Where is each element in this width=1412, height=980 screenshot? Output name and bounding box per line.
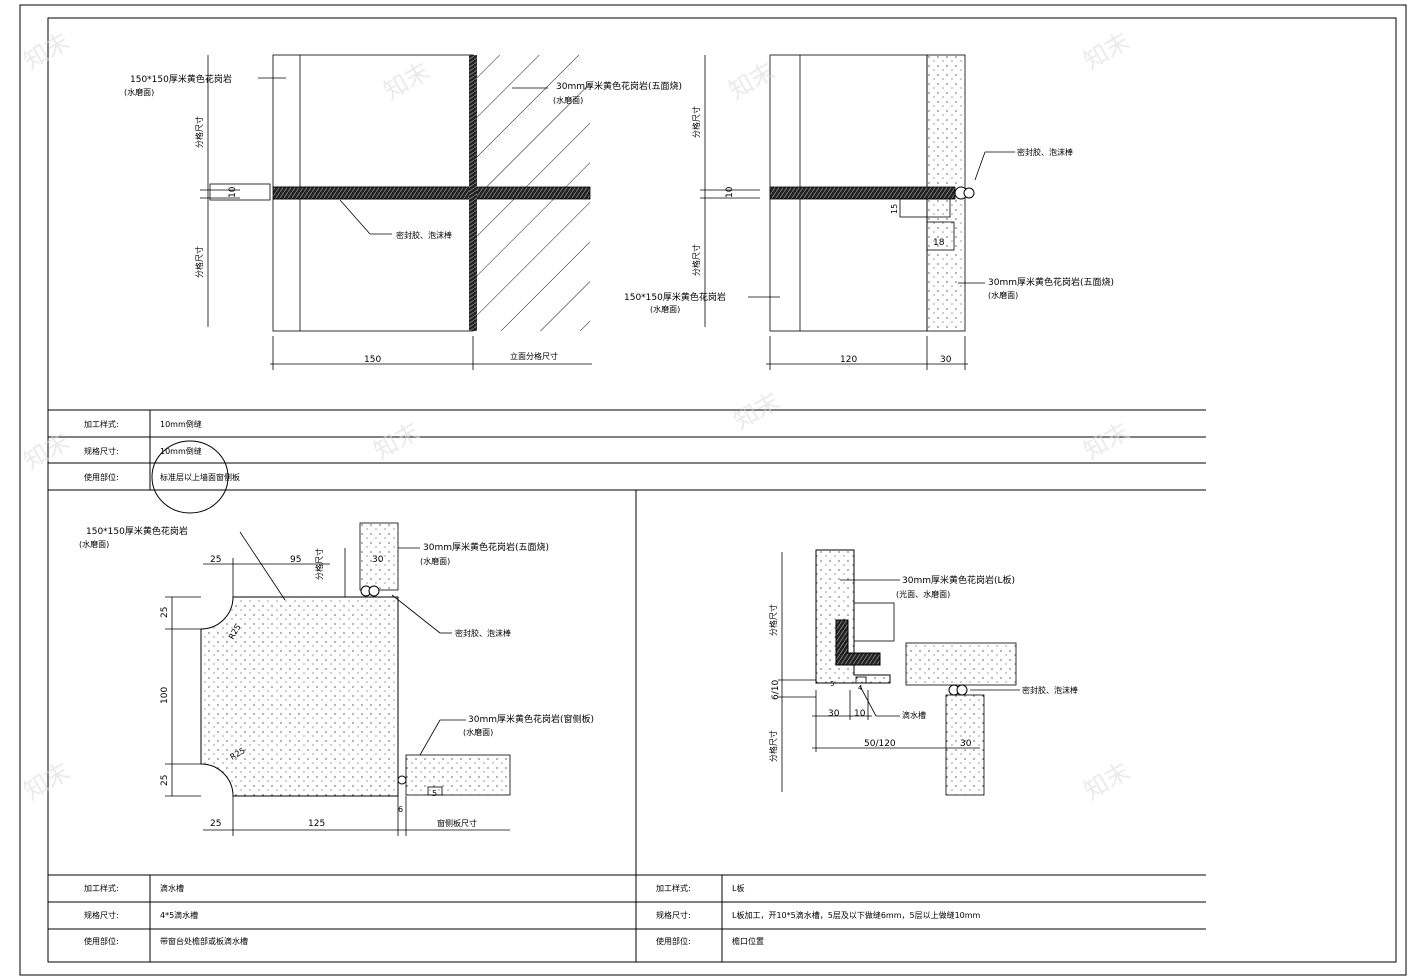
watermark-7: 知末 bbox=[729, 387, 785, 435]
bl-label-right-stone-sub: (水磨面) bbox=[420, 556, 450, 566]
br-dim-30-left: 30 bbox=[828, 709, 840, 719]
sealant-tr bbox=[770, 187, 955, 199]
tr-dim-gap: 10 bbox=[725, 186, 735, 198]
stone-block-right-lower bbox=[473, 199, 590, 331]
spec-br-value-1: L板 bbox=[732, 883, 744, 893]
steel-angle bbox=[835, 619, 881, 666]
watermark-3: 知末 bbox=[724, 57, 780, 105]
bl-dim-v-25-bottom: 25 bbox=[160, 775, 170, 786]
watermark-6: 知末 bbox=[369, 417, 425, 465]
br-label-stone: 30mm厚米黄色花岗岩(L板) bbox=[902, 574, 1015, 586]
bl-dim-v-25-top: 25 bbox=[160, 607, 170, 618]
bl-dim-25-bottom: 25 bbox=[210, 819, 221, 829]
tr-label-stone-sub: (水磨面) bbox=[988, 290, 1018, 300]
tr-dim-18: 18 bbox=[933, 238, 945, 248]
tr-dim-15: 15 bbox=[890, 204, 899, 214]
br-label-sealant: 密封胶、泡沫棒 bbox=[1022, 685, 1078, 695]
bl-dim-95: 95 bbox=[290, 555, 301, 565]
sealant-horizontal bbox=[273, 187, 590, 199]
watermark-4: 知末 bbox=[1079, 27, 1135, 75]
watermark-5: 知末 bbox=[19, 427, 75, 475]
bl-label-sealant: 密封胶、泡沫棒 bbox=[455, 628, 511, 638]
tr-dim-30: 30 bbox=[940, 355, 952, 365]
spec-top-label-3: 使用部位: bbox=[84, 472, 119, 482]
spec-table-bottom: 加工样式: 滴水槽 规格尺寸: 4*5滴水槽 使用部位: 带窗台处檐部或板滴水槽… bbox=[48, 874, 1206, 962]
bl-dim-6: 6 bbox=[398, 805, 403, 814]
bl-label-right-stone: 30mm厚米黄色花岗岩(五面烧) bbox=[423, 541, 549, 553]
spec-bl-label-2: 规格尺寸: bbox=[84, 910, 119, 920]
tl-v-dim-lower: 分格尺寸 bbox=[194, 246, 204, 278]
br-dim-10: 10 bbox=[854, 709, 866, 719]
tr-label-left-stone: 150*150厚米黄色花岗岩 bbox=[624, 291, 726, 303]
spec-br-label-2: 规格尺寸: bbox=[656, 910, 691, 920]
stone-block-right-upper bbox=[473, 55, 590, 187]
detail-bottom-right: 30mm厚米黄色花岗岩(L板) (光面、水磨面) 滴水槽 密封胶、泡沫棒 6/1… bbox=[768, 549, 1078, 796]
tl-dim-facade: 立面分格尺寸 bbox=[510, 351, 558, 361]
detail-bottom-left: 150*150厚米黄色花岗岩 (水磨面) 30mm厚米黄色花岗岩(五面烧) (水… bbox=[79, 522, 594, 836]
tr-v-dim-upper: 分格尺寸 bbox=[691, 106, 701, 138]
br-dim-30-right: 30 bbox=[960, 739, 972, 749]
bl-dim-25-top: 25 bbox=[210, 555, 221, 565]
bl-dim-5: 5 bbox=[432, 789, 437, 798]
spec-table-top: 加工样式: 10mm倒缝 规格尺寸: 10mm倒缝 使用部位: 标准层以上墙面窗… bbox=[48, 409, 1206, 514]
br-dim-4: 4 bbox=[858, 684, 863, 692]
tl-label-stone: 150*150厚米黄色花岗岩 bbox=[130, 73, 232, 85]
spec-bl-label-3: 使用部位: bbox=[84, 936, 119, 946]
watermark-1: 知末 bbox=[19, 27, 75, 75]
outer-frame bbox=[19, 4, 1407, 976]
bl-v-dim: 分格尺寸 bbox=[314, 548, 324, 580]
br-label-stone-sub: (光面、水磨面) bbox=[896, 589, 950, 599]
bl-dim-v-100: 100 bbox=[160, 687, 170, 704]
tl-label-sealant: 密封胶、泡沫棒 bbox=[396, 230, 452, 240]
bl-label-stone: 150*150厚米黄色花岗岩 bbox=[86, 525, 188, 537]
watermark-8: 知末 bbox=[1079, 417, 1135, 465]
spec-top-label-1: 加工样式: bbox=[84, 419, 119, 429]
br-label-drip: 滴水槽 bbox=[902, 710, 926, 720]
tr-v-dim-lower: 分格尺寸 bbox=[691, 244, 701, 276]
watermark-10: 知末 bbox=[1079, 757, 1135, 805]
tl-dim-gap: 10 bbox=[228, 186, 238, 198]
detail-top-right: 密封胶、泡沫棒 30mm厚米黄色花岗岩(五面烧) (水磨面) 150*150厚米… bbox=[624, 54, 1114, 370]
bl-dim-125: 125 bbox=[308, 819, 325, 829]
spec-bl-value-1: 滴水槽 bbox=[160, 883, 184, 893]
br-dim-5: 5 bbox=[830, 680, 834, 688]
tr-label-sealant: 密封胶、泡沫棒 bbox=[1017, 147, 1073, 157]
stone-block-lower bbox=[272, 198, 474, 332]
watermark-9: 知末 bbox=[19, 757, 75, 805]
bl-label-window-stone-sub: (水磨面) bbox=[463, 727, 493, 737]
tl-label-right-stone-sub: (水磨面) bbox=[553, 95, 583, 105]
tr-label-left-stone-sub: (水磨面) bbox=[650, 304, 680, 314]
watermark-2: 知末 bbox=[379, 57, 435, 105]
br-dim-6-10: 6/10 bbox=[771, 680, 781, 700]
bl-label-window-stone: 30mm厚米黄色花岗岩(窗侧板) bbox=[468, 713, 594, 725]
spec-top-value-3: 标准层以上墙面窗侧板 bbox=[160, 472, 240, 482]
spec-bl-value-3: 带窗台处檐部或板滴水槽 bbox=[160, 936, 248, 946]
spec-br-value-3: 檐口位置 bbox=[732, 936, 764, 946]
spec-br-label-1: 加工样式: bbox=[656, 883, 691, 893]
spec-top-label-2: 规格尺寸: bbox=[84, 446, 119, 456]
br-v-dim-upper: 分格尺寸 bbox=[768, 604, 778, 636]
bl-label-window-dim: 窗侧板尺寸 bbox=[437, 818, 477, 828]
tr-dim-120: 120 bbox=[840, 355, 857, 365]
br-v-dim-lower: 分格尺寸 bbox=[768, 730, 778, 762]
tl-label-right-stone: 30mm厚米黄色花岗岩(五面烧) bbox=[556, 80, 682, 92]
tr-label-stone: 30mm厚米黄色花岗岩(五面烧) bbox=[988, 276, 1114, 288]
br-dim-50-120: 50/120 bbox=[864, 739, 896, 749]
spec-top-value-1: 10mm倒缝 bbox=[160, 419, 202, 429]
sealant-vertical bbox=[469, 55, 477, 331]
bl-label-stone-sub: (水磨面) bbox=[79, 539, 109, 549]
spec-bl-value-2: 4*5滴水槽 bbox=[160, 910, 198, 920]
spec-br-label-3: 使用部位: bbox=[656, 936, 691, 946]
detail-top-left: 150*150厚米黄色花岗岩 (水磨面) 30mm厚米黄色花岗岩(五面烧) (水… bbox=[124, 54, 682, 370]
spec-top-value-2: 10mm倒缝 bbox=[160, 446, 202, 456]
bl-dim-30: 30 bbox=[372, 555, 384, 565]
stone-small-block bbox=[853, 602, 895, 642]
spec-br-value-2: L板加工，开10*5滴水槽，5层及以下做缝6mm，5层以上做缝10mm bbox=[732, 910, 981, 920]
tl-dim-150: 150 bbox=[364, 355, 381, 365]
tl-v-dim-upper: 分格尺寸 bbox=[194, 116, 204, 148]
tl-label-stone-sub: (水磨面) bbox=[124, 87, 154, 97]
spec-bl-label-1: 加工样式: bbox=[84, 883, 119, 893]
stone-block-upper bbox=[272, 54, 474, 188]
